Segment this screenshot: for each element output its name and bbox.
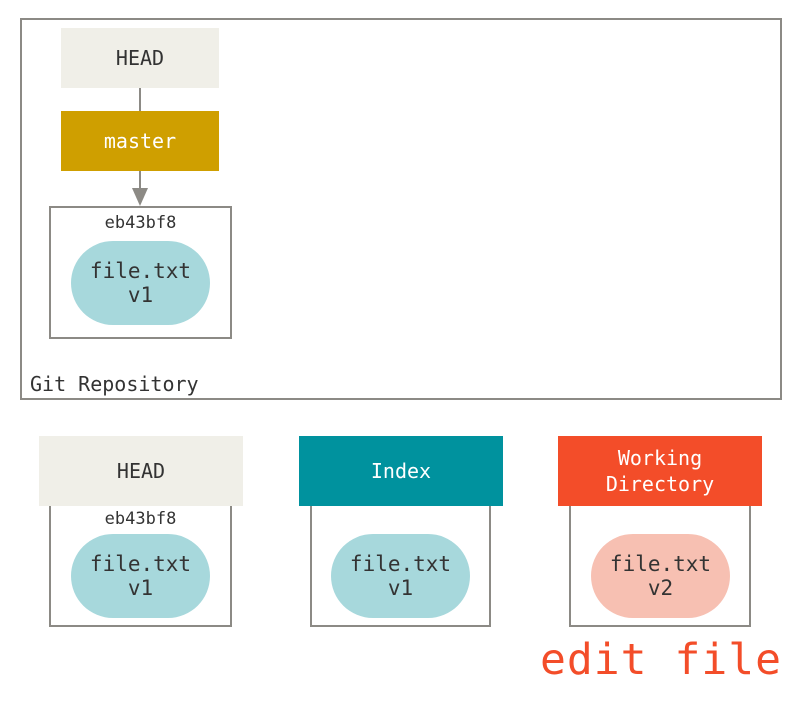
repo-head-label: HEAD <box>115 46 165 70</box>
head-tree-sha: eb43bf8 <box>104 509 177 529</box>
git-repository-label: Git Repository <box>30 372 199 396</box>
index-tree-header: Index <box>299 436 503 506</box>
working-directory-title-line2: Directory <box>605 472 715 496</box>
index-tree-blob: file.txt v1 <box>331 534 470 618</box>
head-blob-version: v1 <box>127 576 154 600</box>
working-directory-blob-version: v2 <box>647 576 674 600</box>
index-blob-name: file.txt <box>349 552 452 576</box>
working-directory-blob: file.txt v2 <box>591 534 730 618</box>
head-tree-title: HEAD <box>116 459 166 483</box>
master-branch-label: master <box>103 129 177 153</box>
index-tree-title: Index <box>370 459 432 483</box>
repo-blob-version: v1 <box>127 283 154 307</box>
git-repository-frame <box>20 18 782 400</box>
repo-commit-sha: eb43bf8 <box>104 213 177 233</box>
working-directory-header: Working Directory <box>558 436 762 506</box>
master-branch-ref: master <box>61 111 219 171</box>
edit-file-action-label: edit file <box>540 635 782 685</box>
working-directory-blob-name: file.txt <box>609 552 712 576</box>
head-tree-blob: file.txt v1 <box>71 534 210 618</box>
head-tree-header: HEAD <box>39 436 243 506</box>
working-directory-title-line1: Working <box>617 446 703 470</box>
master-to-commit-arrowhead <box>132 188 148 206</box>
repo-commit-blob: file.txt v1 <box>71 241 210 325</box>
repo-blob-name: file.txt <box>89 259 192 283</box>
index-blob-version: v1 <box>387 576 414 600</box>
repo-head-ref: HEAD <box>61 28 219 88</box>
head-blob-name: file.txt <box>89 552 192 576</box>
